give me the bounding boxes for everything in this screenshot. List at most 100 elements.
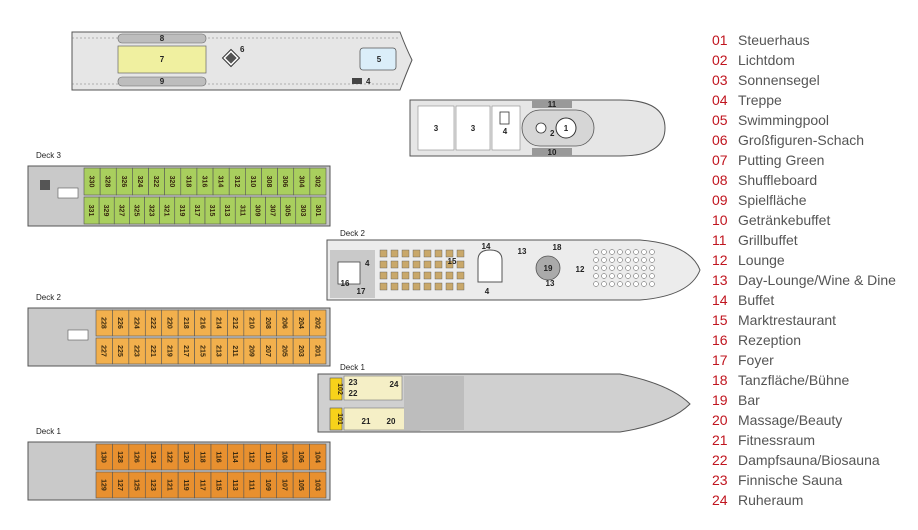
label-buffet: 14 — [482, 242, 491, 251]
lounge-seat — [625, 265, 631, 271]
cabin-number: 207 — [264, 345, 271, 357]
cabin-number: 130 — [100, 451, 107, 463]
legend-label: Sonnensegel — [738, 72, 820, 88]
lounge-seat — [617, 257, 623, 263]
label-day-lounge2: 13 — [546, 279, 555, 288]
label-rest-room: 24 — [390, 380, 399, 389]
label-steam-sauna: 22 — [349, 389, 358, 398]
cabin-number: 103 — [313, 479, 320, 491]
sunsail-b — [455, 105, 491, 151]
lounge-seat — [609, 265, 615, 271]
legend-number: 10 — [712, 212, 728, 228]
table — [434, 282, 443, 291]
cabin-number: 105 — [297, 479, 304, 491]
label-stairs-deck2: 4 — [365, 259, 370, 268]
lounge-seat — [601, 257, 607, 263]
shuffleboard-area — [117, 33, 207, 44]
lounge-seat — [609, 249, 615, 255]
table — [390, 260, 399, 269]
putting-green-area — [117, 45, 207, 74]
legend-number: 14 — [712, 292, 728, 308]
cabin-number: 224 — [133, 317, 140, 329]
cabin — [310, 196, 327, 225]
label-cabin-102: 102 — [336, 383, 343, 395]
cabin-number: 125 — [133, 479, 140, 491]
cabin-number: 303 — [299, 205, 306, 217]
stairs-icon — [352, 78, 362, 84]
table — [390, 249, 399, 258]
label-drinks: 10 — [548, 148, 557, 157]
label-sun-stairs: 4 — [366, 77, 371, 86]
cabin-number: 306 — [281, 176, 288, 188]
deck1-public: 102 101 23 22 24 21 20 20 — [317, 373, 691, 433]
legend-number: 09 — [712, 192, 728, 208]
light-dome — [535, 122, 547, 134]
cabin-number: 322 — [152, 176, 159, 188]
cabin-number: 205 — [280, 345, 287, 357]
table — [412, 282, 421, 291]
legend-label: Ruheraum — [738, 492, 804, 508]
cabin — [309, 471, 327, 499]
table — [445, 282, 454, 291]
legend-label: Shuffleboard — [738, 172, 818, 188]
cabin-number: 121 — [165, 479, 172, 491]
cabin-number: 122 — [165, 451, 172, 463]
label-reception: 16 — [341, 279, 350, 288]
cabin-number: 313 — [223, 205, 230, 217]
lounge-seat — [593, 265, 599, 271]
legend-item: 09 Spielfläche — [712, 190, 912, 210]
cabin-number: 107 — [280, 479, 287, 491]
lounge-seat — [641, 265, 647, 271]
cabin-number: 226 — [116, 317, 123, 329]
label-wheelhouse: 1 — [564, 124, 569, 133]
cabin-number: 222 — [149, 317, 156, 329]
cabin-number: 318 — [184, 176, 191, 188]
table — [456, 260, 465, 269]
sun-deck: 8 7 9 6 5 4 — [71, 31, 413, 91]
cabin-number: 312 — [233, 176, 240, 188]
legend-number: 18 — [712, 372, 728, 388]
legend-item: 18 Tanzfläche/Bühne — [712, 370, 912, 390]
sunsail-a — [417, 105, 455, 151]
table — [412, 271, 421, 280]
restaurant-tables — [379, 249, 465, 291]
cabin-number: 220 — [165, 317, 172, 329]
cabin-number: 330 — [88, 176, 95, 188]
label-lounge: 12 — [576, 265, 585, 274]
table — [379, 249, 388, 258]
legend-number: 02 — [712, 52, 728, 68]
legend-label: Spielfläche — [738, 192, 807, 208]
deck2-public-label: Deck 2 — [340, 229, 365, 238]
table — [445, 271, 454, 280]
cabin-number: 213 — [215, 345, 222, 357]
cabin-number: 310 — [249, 176, 256, 188]
cabin-number: 218 — [182, 317, 189, 329]
lounge-seat — [601, 273, 607, 279]
cabin-number: 109 — [264, 479, 271, 491]
cabin-101 — [329, 407, 343, 431]
lounge-seat — [609, 273, 615, 279]
cabin-number: 124 — [149, 451, 156, 463]
cabin-number: 128 — [116, 451, 123, 463]
cabin — [309, 337, 327, 365]
cabin-number: 223 — [133, 345, 140, 357]
cabin-number: 214 — [215, 317, 222, 329]
legend-number: 05 — [712, 112, 728, 128]
legend-label: Tanzfläche/Bühne — [738, 372, 850, 388]
legend-label: Finnische Sauna — [738, 472, 843, 488]
table — [412, 260, 421, 269]
legend-label: Putting Green — [738, 152, 825, 168]
cabin-number: 304 — [297, 176, 304, 188]
cabin-number: 106 — [297, 451, 304, 463]
